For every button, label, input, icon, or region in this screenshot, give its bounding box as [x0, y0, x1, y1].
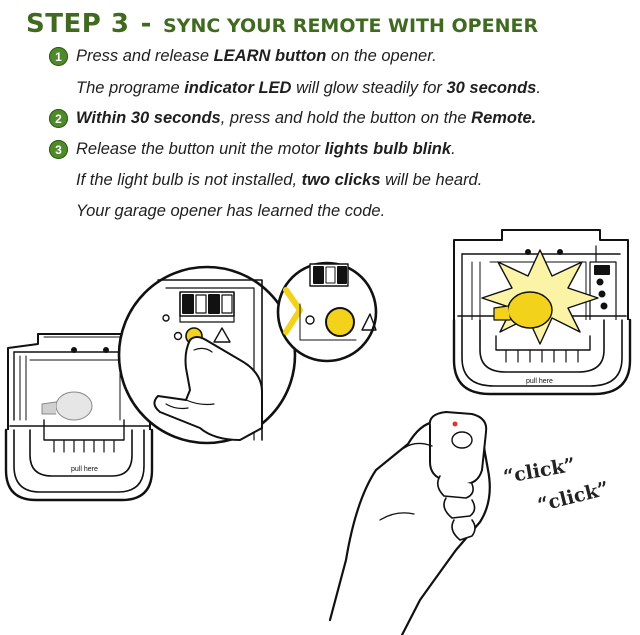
instruction-text: .: [451, 140, 456, 158]
step-1-line-1: Press and release LEARN button on the op…: [76, 47, 437, 66]
emphasis-text: Remote.: [471, 109, 537, 127]
step-number-1: 1: [49, 47, 68, 66]
step-3-line-3: Your garage opener has learned the code.: [76, 202, 385, 221]
emphasis-text: lights bulb blink: [324, 140, 452, 158]
title-text: SYNC YOUR REMOTE WITH OPENER: [163, 15, 539, 37]
remote-control-icon: [428, 411, 488, 485]
instruction-text: .: [536, 79, 541, 97]
learn-button-zoom: [117, 265, 297, 445]
instruction-text: Your garage opener has learned the code.: [76, 202, 386, 220]
right-light-bulb: [493, 291, 553, 329]
instruction-text: will be heard.: [380, 171, 483, 189]
step-number-2: 2: [49, 109, 68, 128]
step-number-3: 3: [49, 140, 68, 159]
instruction-text: on the opener.: [326, 47, 437, 65]
title-dash: -: [140, 9, 152, 39]
step-2-line-1: Within 30 seconds, press and hold the bu…: [76, 109, 536, 128]
step-3-line-2: If the light bulb is not installed, two …: [76, 171, 482, 190]
title-step: STEP 3: [26, 9, 130, 39]
left-pull-here-label: pull here: [71, 466, 98, 473]
instruction-text: , press and hold the button on the: [220, 109, 472, 127]
emphasis-text: LEARN button: [213, 47, 327, 65]
left-opener-unit: [4, 333, 154, 502]
left-light-bulb: [41, 391, 93, 421]
page-title: STEP 3 - SYNC YOUR REMOTE WITH OPENER: [26, 2, 538, 40]
emphasis-text: Within 30 seconds: [76, 109, 221, 127]
step-3-line-1: Release the button unit the motor lights…: [76, 140, 456, 159]
step-1-line-2: The programe indicator LED will glow ste…: [76, 79, 541, 98]
right-opener-unit: [452, 229, 632, 396]
indicator-led-icon: [325, 307, 355, 337]
instruction-text: If the light bulb is not installed,: [76, 171, 302, 189]
instruction-text: Release the button unit the motor: [76, 140, 325, 158]
emphasis-text: indicator LED: [184, 79, 292, 97]
hand-with-remote: [328, 411, 491, 635]
right-pull-here-label: pull here: [526, 378, 553, 385]
emphasis-text: 30 seconds: [446, 79, 537, 97]
instruction-text: Press and release: [76, 47, 214, 65]
emphasis-text: two clicks: [301, 171, 381, 189]
instruction-text: The programe: [76, 79, 185, 97]
instruction-text: will glow steadily for: [291, 79, 447, 97]
indicator-led-zoom: [276, 261, 378, 363]
